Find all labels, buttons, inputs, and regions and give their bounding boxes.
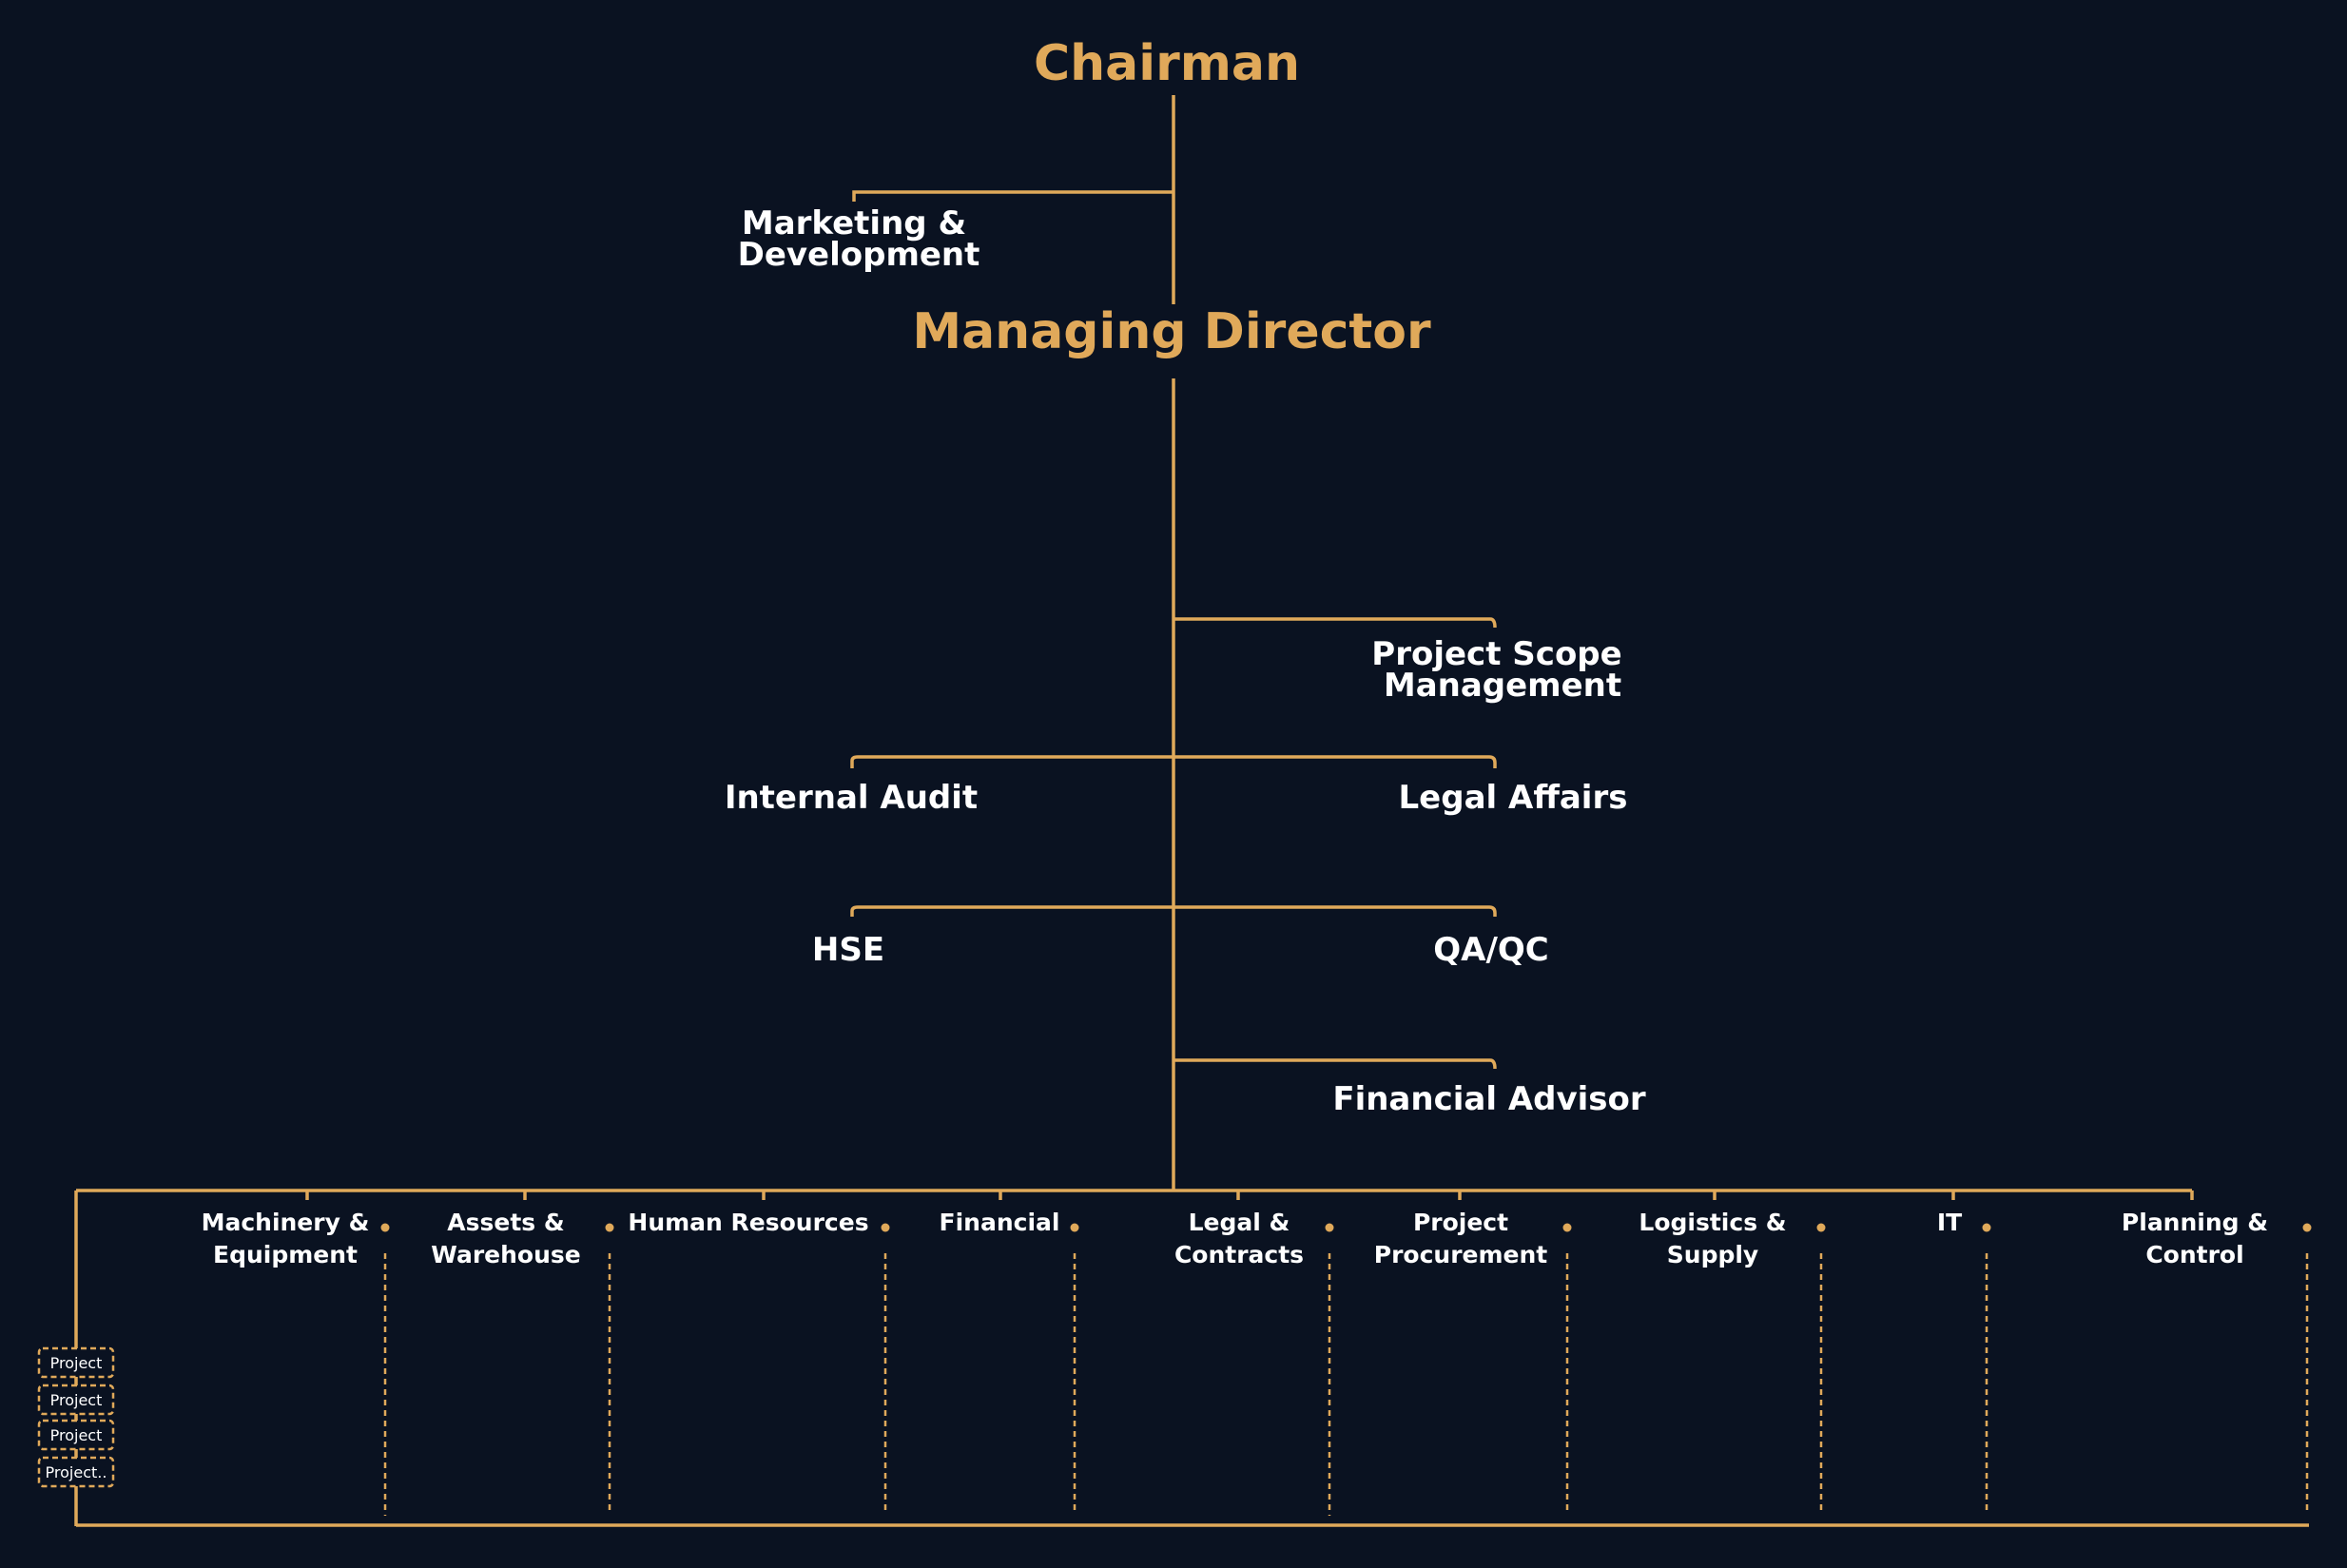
department-dot xyxy=(1816,1223,1826,1232)
department-dot xyxy=(1070,1223,1079,1232)
project-box-label: Project xyxy=(50,1391,103,1409)
department-label: Contracts xyxy=(1174,1241,1304,1268)
connector-project-scope xyxy=(1174,617,1497,629)
connector-hse-qaqc xyxy=(850,905,1497,917)
department-label: Logistics & xyxy=(1639,1209,1786,1236)
department-dot xyxy=(881,1223,890,1232)
qaqc-label: QA/QC xyxy=(1433,931,1549,969)
department-label: Procurement xyxy=(1374,1241,1548,1268)
project-scope-label-line2: Management xyxy=(1384,667,1621,705)
department-label: IT xyxy=(1937,1209,1962,1236)
chairman-title: Chairman xyxy=(1034,35,1300,92)
hse-label: HSE xyxy=(812,931,884,969)
project-box: Project xyxy=(37,1384,115,1416)
department-label: Human Resources xyxy=(628,1209,868,1236)
managing-director-title: Managing Director xyxy=(912,303,1431,360)
project-box-frame xyxy=(37,1456,115,1488)
department-label: Supply xyxy=(1667,1241,1758,1268)
project-box-frame xyxy=(37,1419,115,1451)
department-label: Project xyxy=(1413,1209,1508,1236)
project-box-label: Project.. xyxy=(46,1463,107,1481)
department-label: Control xyxy=(2145,1241,2243,1268)
department-dot xyxy=(605,1223,614,1232)
department-dot xyxy=(1562,1223,1572,1232)
department-label: Financial xyxy=(940,1209,1060,1236)
department-label: Warehouse xyxy=(431,1241,580,1268)
project-box-label: Project xyxy=(50,1354,103,1372)
department-dot xyxy=(1325,1223,1334,1232)
department-dot xyxy=(380,1223,390,1232)
department-label: Assets & xyxy=(447,1209,564,1236)
department-dot xyxy=(2302,1223,2312,1232)
marketing-label-line2: Development xyxy=(738,236,980,274)
connector-marketing xyxy=(852,190,1174,202)
department-dot xyxy=(1982,1223,1991,1232)
marketing-label-line1: Marketing & xyxy=(742,204,966,242)
internal-audit-label: Internal Audit xyxy=(725,779,978,817)
project-scope-label-line1: Project Scope xyxy=(1371,635,1621,673)
project-box: Project.. xyxy=(37,1456,115,1488)
financial-advisor-label: Financial Advisor xyxy=(1332,1080,1646,1118)
connector-financial-advisor xyxy=(1174,1058,1497,1070)
connector-audit-legal xyxy=(850,755,1497,768)
department-label: Machinery & xyxy=(202,1209,370,1236)
project-box: Project xyxy=(37,1346,115,1379)
project-box: Project xyxy=(37,1419,115,1451)
project-box-frame xyxy=(37,1346,115,1379)
project-box-frame xyxy=(37,1384,115,1416)
legal-affairs-label: Legal Affairs xyxy=(1399,779,1628,817)
department-label: Legal & xyxy=(1189,1209,1290,1236)
department-label: Planning & xyxy=(2122,1209,2268,1236)
project-box-label: Project xyxy=(50,1426,103,1444)
department-label: Equipment xyxy=(213,1241,358,1268)
